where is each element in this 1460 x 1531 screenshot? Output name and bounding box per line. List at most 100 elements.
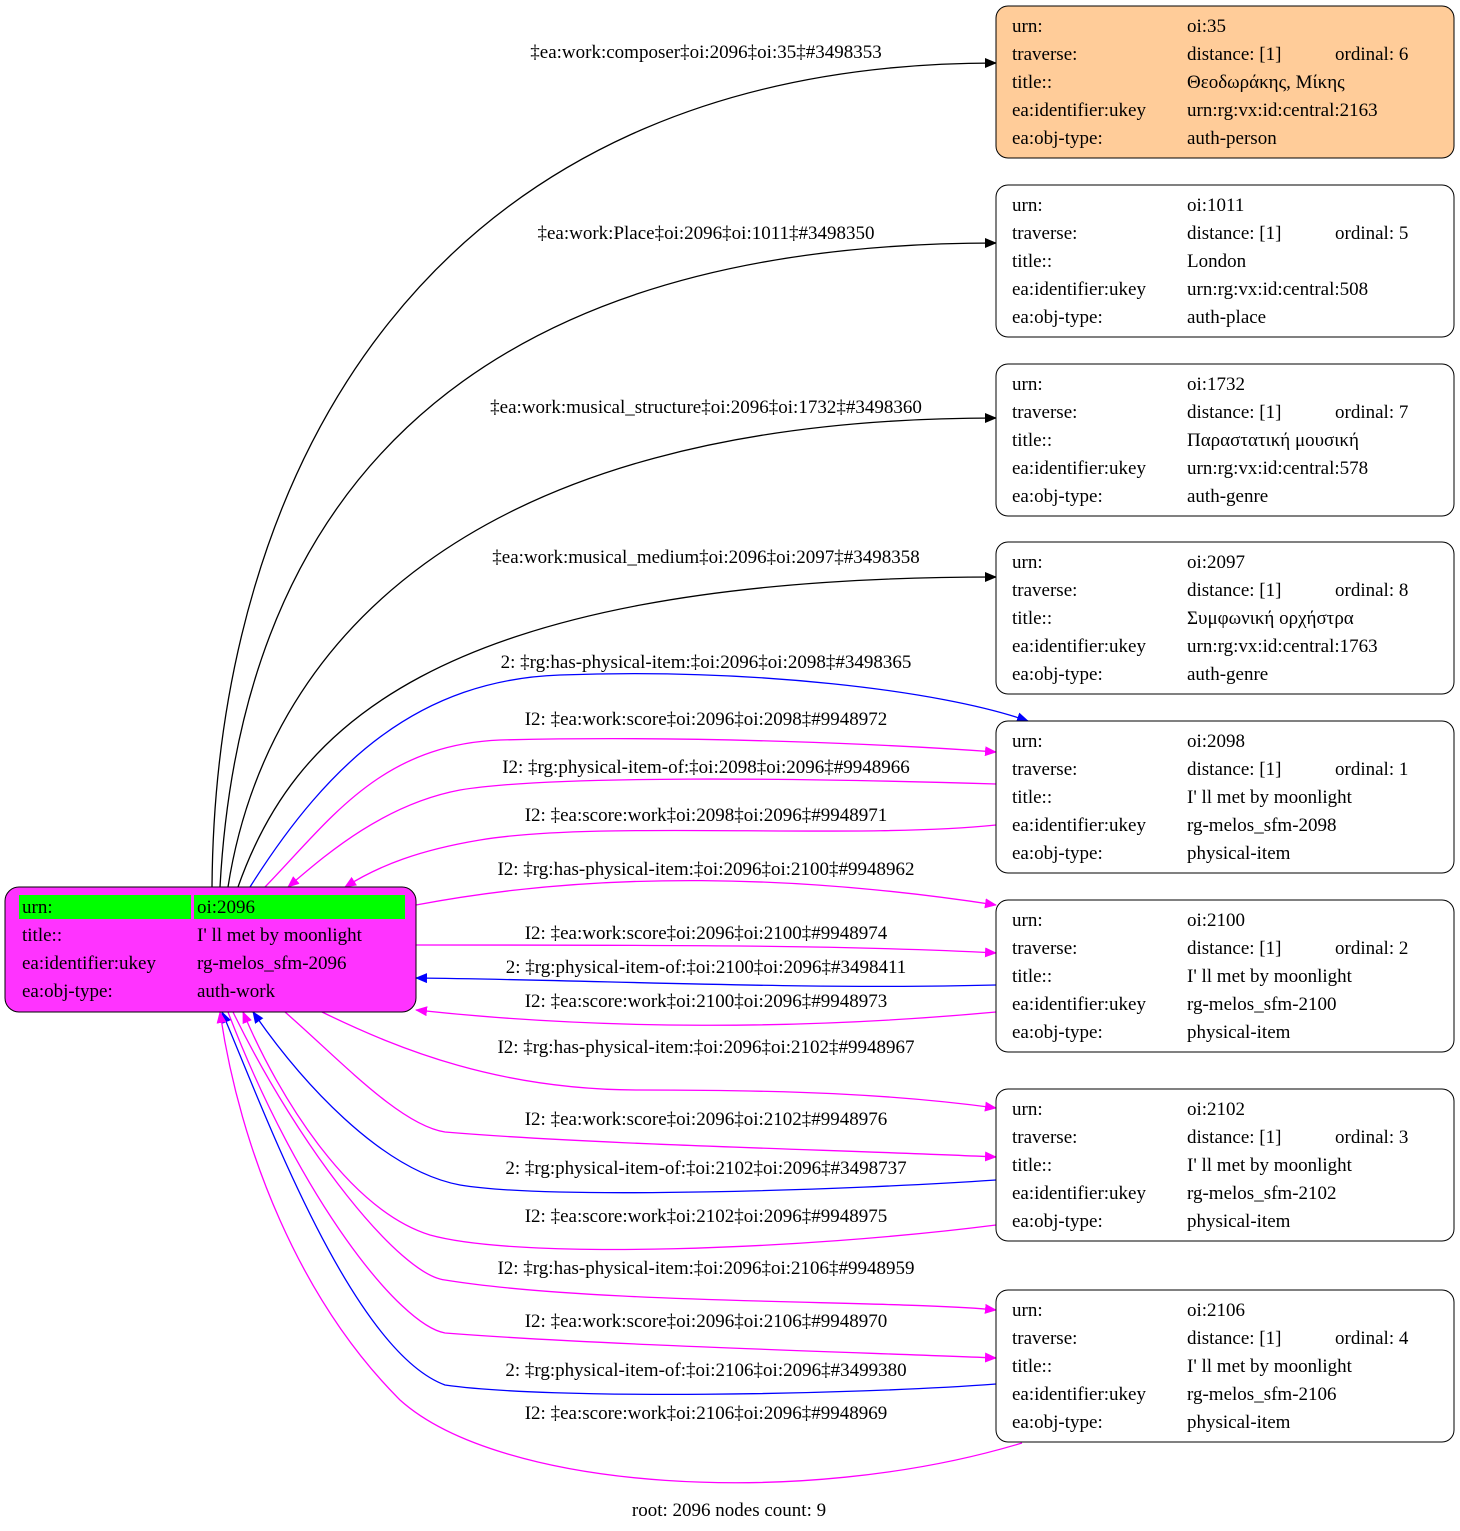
ordinal-value: ordinal: 5: [1335, 223, 1408, 244]
distance-value: distance: [1]: [1187, 580, 1281, 601]
edge[interactable]: I2: ‡ea:score:work‡oi:2102‡oi:2096‡#9948…: [242, 1011, 997, 1251]
field-label: title::: [1012, 608, 1052, 629]
field-value: physical-item: [1187, 1211, 1291, 1232]
field-value: oi:1732: [1187, 374, 1245, 395]
edge-line: [219, 238, 997, 888]
edge[interactable]: 2: ‡rg:physical-item-of:‡oi:2106‡oi:2096…: [221, 1011, 997, 1396]
field-label: ea:obj-type:: [1012, 843, 1103, 864]
distance-value: distance: [1]: [1187, 223, 1281, 244]
edge[interactable]: ‡ea:work:Place‡oi:2096‡oi:1011‡#3498350: [219, 223, 997, 888]
edge[interactable]: I2: ‡rg:has-physical-item:‡oi:2096‡oi:21…: [415, 859, 997, 909]
field-value: auth-place: [1187, 307, 1266, 328]
field-label: traverse:: [1012, 223, 1077, 244]
edge[interactable]: I2: ‡rg:has-physical-item:‡oi:2096‡oi:21…: [232, 1011, 997, 1314]
edge-line: [344, 824, 997, 888]
field-label: ea:obj-type:: [1012, 1022, 1103, 1043]
edge[interactable]: ‡ea:work:composer‡oi:2096‡oi:35‡#3498353: [211, 42, 997, 888]
edge-line: [415, 944, 997, 958]
node-box: [995, 1289, 1455, 1443]
root-field-value: auth-work: [197, 981, 276, 1002]
node-box: [995, 541, 1455, 695]
edge[interactable]: I2: ‡ea:score:work‡oi:2100‡oi:2096‡#9948…: [415, 991, 997, 1026]
edge-line: [287, 778, 997, 888]
field-value: physical-item: [1187, 1022, 1291, 1043]
node-box: [995, 720, 1455, 874]
field-label: title::: [1012, 251, 1052, 272]
node-box: [995, 184, 1455, 338]
edge[interactable]: 2: ‡rg:physical-item-of:‡oi:2100‡oi:2096…: [415, 957, 997, 988]
ordinal-value: ordinal: 4: [1335, 1328, 1409, 1349]
field-value: oi:1011: [1187, 195, 1244, 216]
field-value: I' ll met by moonlight: [1187, 787, 1353, 808]
edge[interactable]: ‡ea:work:musical_structure‡oi:2096‡oi:17…: [227, 397, 997, 888]
edge-label: I2: ‡ea:work:score‡oi:2096‡oi:2098‡#9948…: [525, 709, 888, 730]
edge[interactable]: I2: ‡rg:has-physical-item:‡oi:2096‡oi:21…: [321, 1011, 997, 1112]
field-value: oi:35: [1187, 16, 1226, 37]
edge[interactable]: I2: ‡ea:score:work‡oi:2106‡oi:2096‡#9948…: [216, 1011, 1023, 1484]
edge[interactable]: I2: ‡ea:work:score‡oi:2096‡oi:2106‡#9948…: [227, 1011, 997, 1363]
root-field-label: urn:: [22, 897, 53, 918]
edge[interactable]: ‡ea:work:musical_medium‡oi:2096‡oi:2097‡…: [237, 547, 997, 888]
field-label: urn:: [1012, 910, 1043, 931]
edge-label: I2: ‡rg:has-physical-item:‡oi:2096‡oi:21…: [497, 1258, 914, 1279]
field-value: London: [1187, 251, 1247, 272]
edge-line: [216, 1011, 1023, 1484]
edge[interactable]: I2: ‡ea:work:score‡oi:2096‡oi:2098‡#9948…: [264, 709, 997, 888]
root-field-label: title::: [22, 925, 62, 946]
edge-label: ‡ea:work:musical_structure‡oi:2096‡oi:17…: [490, 397, 922, 418]
field-label: ea:obj-type:: [1012, 1211, 1103, 1232]
edge-label: I2: ‡ea:score:work‡oi:2102‡oi:2096‡#9948…: [525, 1206, 888, 1227]
edge[interactable]: I2: ‡ea:work:score‡oi:2096‡oi:2102‡#9948…: [284, 1011, 997, 1162]
field-label: ea:identifier:ukey: [1012, 458, 1146, 479]
distance-value: distance: [1]: [1187, 759, 1281, 780]
root-field-label: ea:obj-type:: [22, 981, 113, 1002]
field-value: I' ll met by moonlight: [1187, 966, 1353, 987]
nodes: urn: oi:35 traverse: distance: [1] ordinal: …: [995, 5, 1455, 1443]
field-label: ea:identifier:ukey: [1012, 1183, 1146, 1204]
edge-label: I2: ‡ea:score:work‡oi:2100‡oi:2096‡#9948…: [525, 991, 888, 1012]
edge-line: [227, 413, 997, 888]
edge-line: [252, 1011, 997, 1194]
edge-line: [284, 1011, 997, 1162]
field-label: urn:: [1012, 552, 1043, 573]
field-value: oi:2097: [1187, 552, 1245, 573]
field-value: oi:2098: [1187, 731, 1245, 752]
field-label: ea:obj-type:: [1012, 1412, 1103, 1433]
field-value: urn:rg:vx:id:central:578: [1187, 458, 1368, 479]
node-box: [995, 1088, 1455, 1242]
edge-label: ‡ea:work:composer‡oi:2096‡oi:35‡#3498353: [530, 42, 881, 63]
edge[interactable]: 2: ‡rg:physical-item-of:‡oi:2102‡oi:2096…: [252, 1011, 997, 1194]
edge[interactable]: I2: ‡ea:work:score‡oi:2096‡oi:2100‡#9948…: [415, 923, 997, 958]
edge-line: [221, 1011, 997, 1396]
edge[interactable]: I2: ‡rg:physical-item-of:‡oi:2098‡oi:209…: [287, 757, 997, 888]
footer-caption: root: 2096 nodes count: 9: [632, 1500, 826, 1521]
field-label: ea:identifier:ukey: [1012, 636, 1146, 657]
edge[interactable]: 2: ‡rg:has-physical-item:‡oi:2096‡oi:209…: [249, 652, 1029, 888]
field-value: auth-genre: [1187, 664, 1268, 685]
edge[interactable]: I2: ‡ea:score:work‡oi:2098‡oi:2096‡#9948…: [344, 805, 997, 888]
field-value: Θεοδωράκης, Μίκης: [1187, 72, 1345, 93]
edge-line: [415, 879, 997, 909]
edge-label: 2: ‡rg:physical-item-of:‡oi:2100‡oi:2096…: [506, 957, 907, 978]
field-label: ea:obj-type:: [1012, 307, 1103, 328]
ordinal-value: ordinal: 2: [1335, 938, 1408, 959]
ordinal-value: ordinal: 8: [1335, 580, 1408, 601]
field-value: auth-genre: [1187, 486, 1268, 507]
edge-label: ‡ea:work:Place‡oi:2096‡oi:1011‡#3498350: [537, 223, 874, 244]
edges: ‡ea:work:composer‡oi:2096‡oi:35‡#3498353…: [211, 42, 1029, 1484]
field-label: ea:identifier:ukey: [1012, 279, 1146, 300]
field-label: urn:: [1012, 731, 1043, 752]
field-label: title::: [1012, 1356, 1052, 1377]
edge-line: [237, 572, 997, 888]
edge-label: I2: ‡ea:work:score‡oi:2096‡oi:2102‡#9948…: [525, 1109, 888, 1130]
edge-label: I2: ‡rg:has-physical-item:‡oi:2096‡oi:21…: [497, 859, 914, 880]
